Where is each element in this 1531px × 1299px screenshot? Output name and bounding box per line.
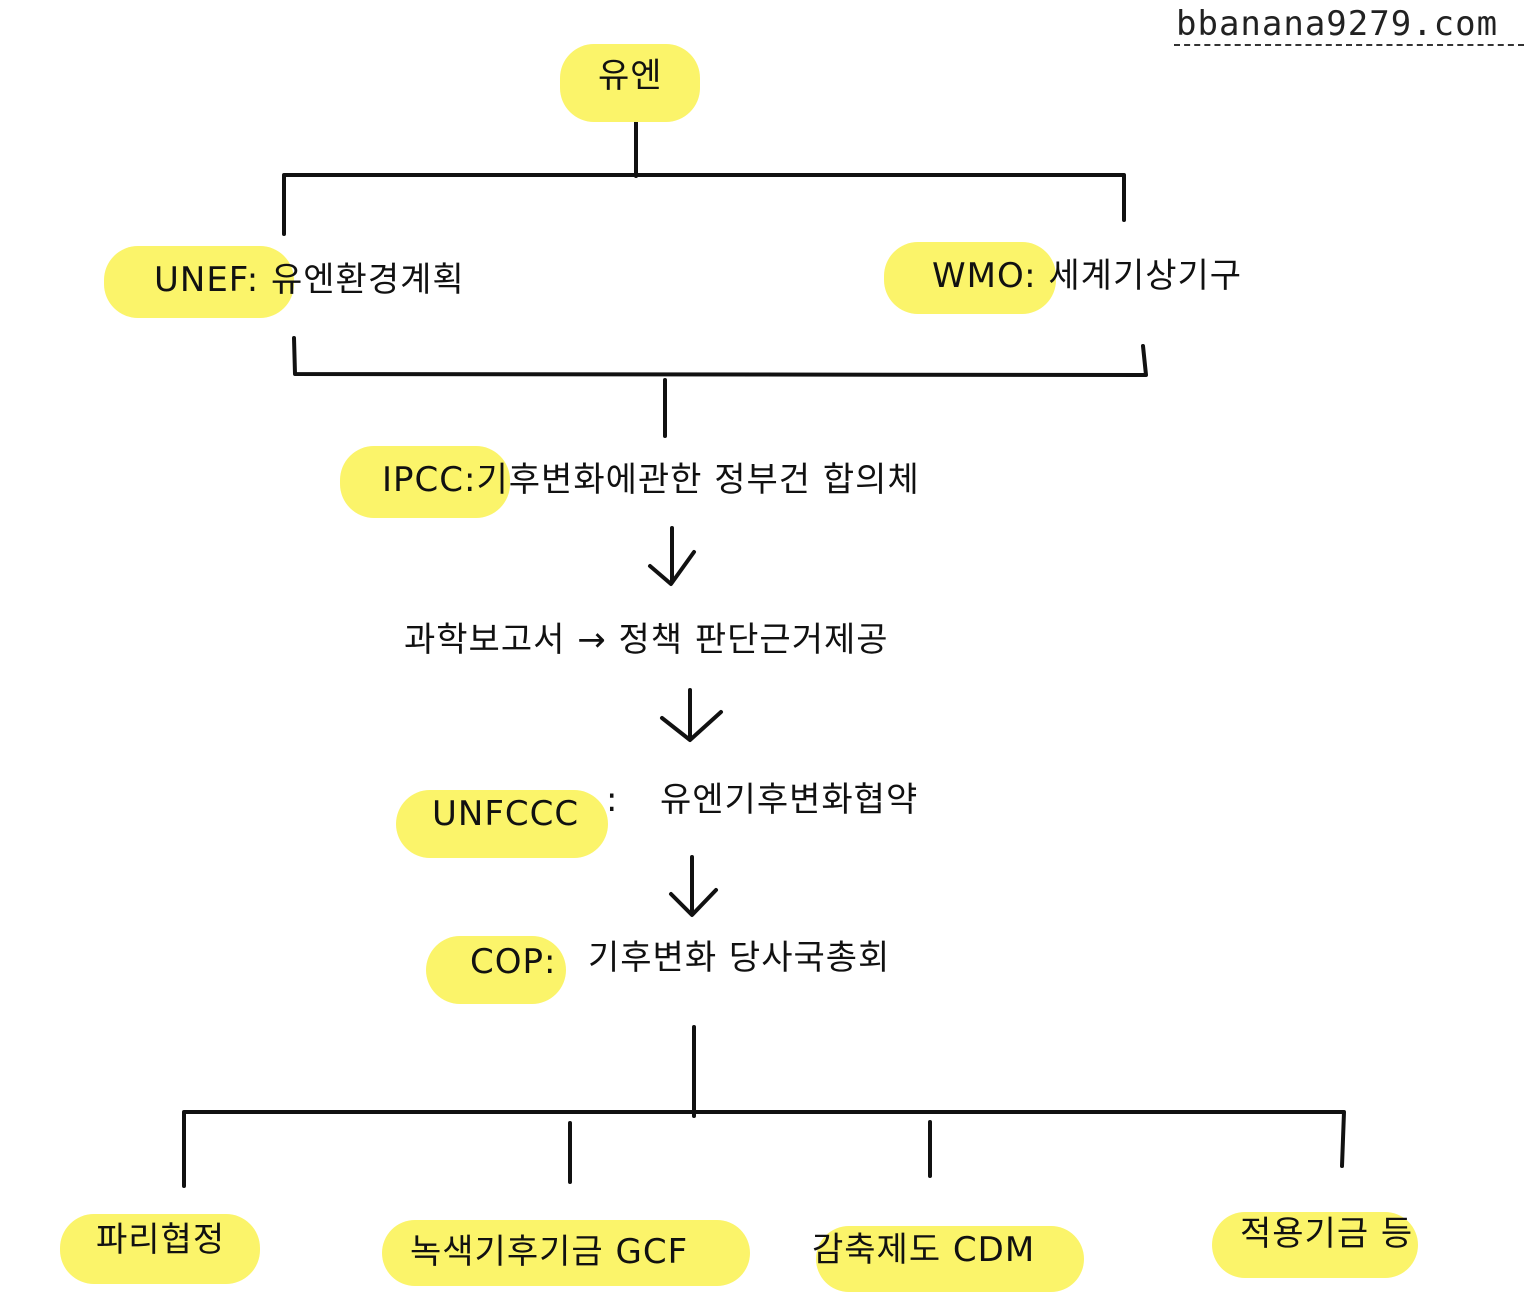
wmo-sep: : bbox=[1024, 256, 1037, 296]
unef-name: 유엔환경계획 bbox=[271, 260, 465, 300]
outcome-paris-agreement: 파리협정 bbox=[96, 1220, 226, 1260]
arrow-down-icon bbox=[669, 855, 718, 917]
unef-abbr: UNEF bbox=[154, 260, 247, 300]
connector-merge-bracket bbox=[292, 336, 1148, 377]
cop-abbr: COP bbox=[470, 942, 545, 982]
highlight-outcome-cdm bbox=[816, 1226, 1084, 1292]
cop-sep: : bbox=[544, 942, 557, 982]
outcome-gcf: 녹색기후기금 GCF bbox=[410, 1232, 689, 1272]
highlight-ipcc bbox=[340, 446, 510, 518]
node-report: 과학보고서 → 정책 판단근거제공 bbox=[404, 620, 889, 660]
node-cop: COP: bbox=[470, 942, 556, 982]
highlight-unef bbox=[104, 246, 294, 318]
node-un: 유엔 bbox=[598, 56, 663, 96]
ipcc-sep: : bbox=[464, 460, 477, 500]
outcome-adaptation-fund: 적용기금 등 bbox=[1240, 1214, 1414, 1254]
ipcc-name: 기후변화에관한 정부건 합의체 bbox=[476, 460, 920, 500]
highlight-un bbox=[560, 44, 700, 122]
outcome-cdm: 감축제도 CDM bbox=[812, 1230, 1036, 1270]
highlight-unfccc bbox=[396, 790, 608, 858]
highlight-outcome-adaptation bbox=[1212, 1212, 1418, 1278]
unfccc-name: 유엔기후변화협약 bbox=[660, 780, 919, 820]
connector-un-branch bbox=[282, 173, 1126, 236]
wmo-name: 세계기상기구 bbox=[1048, 256, 1243, 296]
ipcc-abbr: IPCC bbox=[382, 460, 465, 500]
highlight-wmo bbox=[884, 242, 1056, 314]
arrow-down-icon bbox=[648, 526, 696, 586]
node-wmo: WMO: 세계기상기구 bbox=[932, 256, 1242, 296]
highlight-outcome-gcf bbox=[382, 1220, 750, 1286]
unfccc-abbr: UNFCCC bbox=[432, 794, 580, 834]
highlight-cop bbox=[426, 936, 566, 1004]
watermark: bbanana9279.com bbox=[1176, 4, 1499, 44]
watermark-underline bbox=[1174, 44, 1524, 46]
node-unfccc: UNFCCC bbox=[432, 794, 579, 834]
unef-sep: : bbox=[246, 260, 260, 300]
connector-outcome-branch bbox=[182, 1110, 1346, 1188]
wmo-abbr: WMO bbox=[932, 256, 1025, 296]
arrow-down-icon bbox=[660, 688, 723, 742]
unfccc-sep: : bbox=[606, 780, 619, 820]
highlight-outcome-paris bbox=[60, 1214, 260, 1284]
cop-name: 기후변화 당사국총회 bbox=[588, 938, 891, 978]
node-unef: UNEF: 유엔환경계획 bbox=[154, 260, 465, 300]
node-ipcc: IPCC:기후변화에관한 정부건 합의체 bbox=[382, 460, 920, 500]
